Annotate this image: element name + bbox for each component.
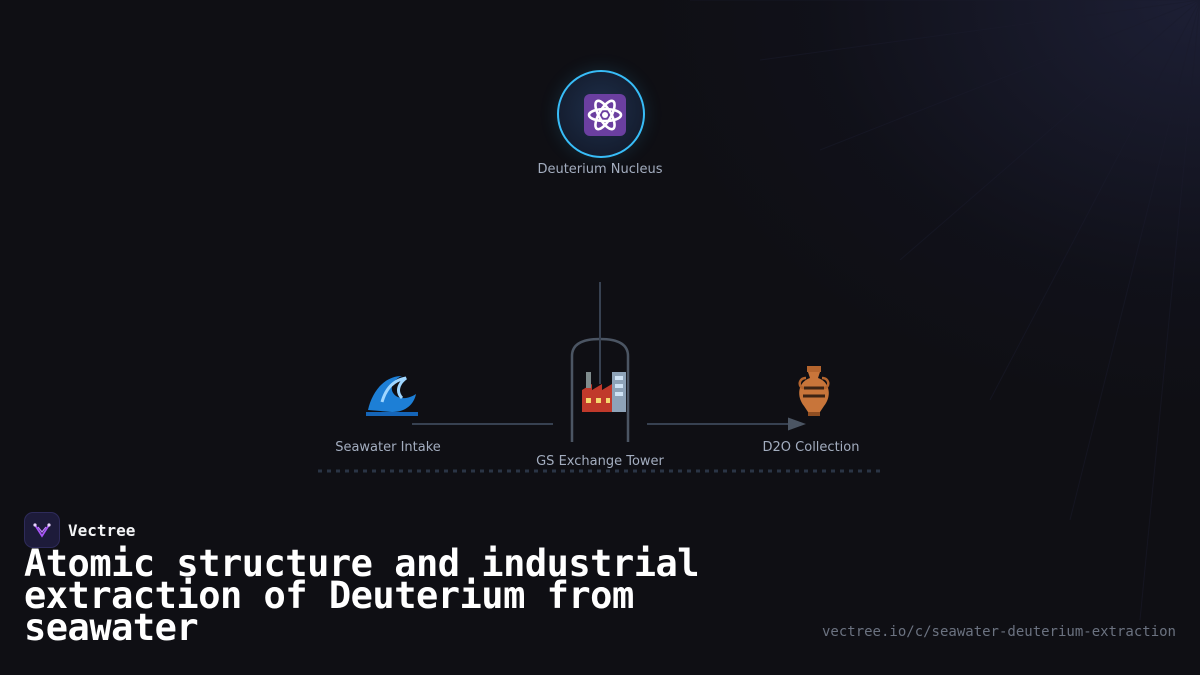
brand-name: Vectree — [68, 520, 136, 540]
tower-label: GS Exchange Tower — [536, 454, 664, 469]
nucleus-label: Deuterium Nucleus — [537, 162, 663, 177]
wave-icon — [366, 376, 418, 416]
amphora-icon — [798, 366, 830, 416]
source-url: vectree.io/c/seawater-deuterium-extracti… — [821, 624, 1176, 640]
vectree-logo-icon — [24, 512, 60, 548]
collection-label: D2O Collection — [762, 440, 860, 455]
arrowhead — [788, 417, 806, 431]
page-title: Atomic structure and industrial extracti… — [24, 542, 700, 649]
intake-label: Seawater Intake — [335, 440, 441, 455]
brand: Vectree — [24, 512, 135, 548]
atom-icon — [584, 94, 626, 136]
factory-icon — [582, 372, 626, 412]
